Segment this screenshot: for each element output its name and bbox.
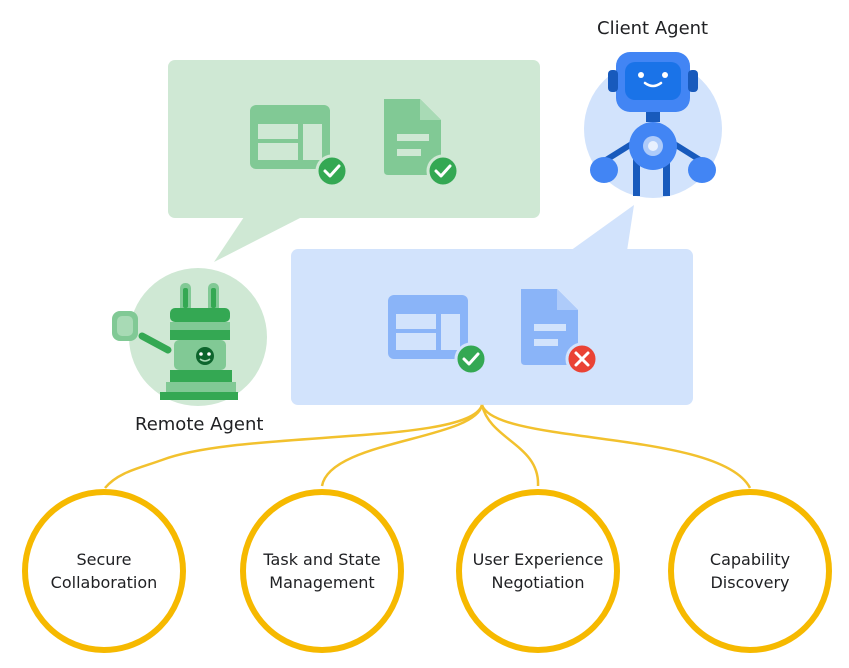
capability-label-line: Collaboration	[50, 573, 158, 592]
capability-label-line: User Experience	[472, 550, 604, 569]
capability-user-experience-negotiation: User Experience Negotiation	[468, 548, 608, 594]
capability-label-line: Discovery	[710, 573, 790, 592]
layout-icon	[250, 105, 330, 169]
capability-capability-discovery: Capability Discovery	[680, 548, 820, 594]
capability-label-line: Capability	[709, 550, 791, 569]
robot-icon	[584, 52, 722, 198]
connector-lines	[104, 404, 752, 489]
remote-agent-label: Remote Agent	[135, 414, 264, 435]
capability-label-line: Secure	[76, 550, 132, 569]
check-badge-icon	[315, 154, 349, 188]
capability-ring	[240, 489, 404, 653]
capability-label-line: Management	[269, 573, 375, 592]
layout-icon	[388, 295, 468, 359]
error-badge-icon	[565, 342, 599, 376]
remote-agent-message-bubble	[168, 60, 540, 262]
document-icon	[521, 289, 578, 365]
check-badge-icon	[426, 154, 460, 188]
capability-secure-collaboration: Secure Collaboration	[34, 548, 174, 594]
capability-ring	[456, 489, 620, 653]
document-icon	[384, 99, 441, 175]
capability-label-line: Negotiation	[491, 573, 585, 592]
check-badge-icon	[454, 342, 488, 376]
bunny-robot-icon	[112, 268, 267, 406]
capability-label-line: Task and State	[263, 550, 381, 569]
capability-task-and-state-management: Task and State Management	[252, 548, 392, 594]
capability-ring	[668, 489, 832, 653]
client-agent-label: Client Agent	[597, 18, 709, 39]
capability-ring	[22, 489, 186, 653]
client-agent-message-bubble	[291, 205, 693, 405]
